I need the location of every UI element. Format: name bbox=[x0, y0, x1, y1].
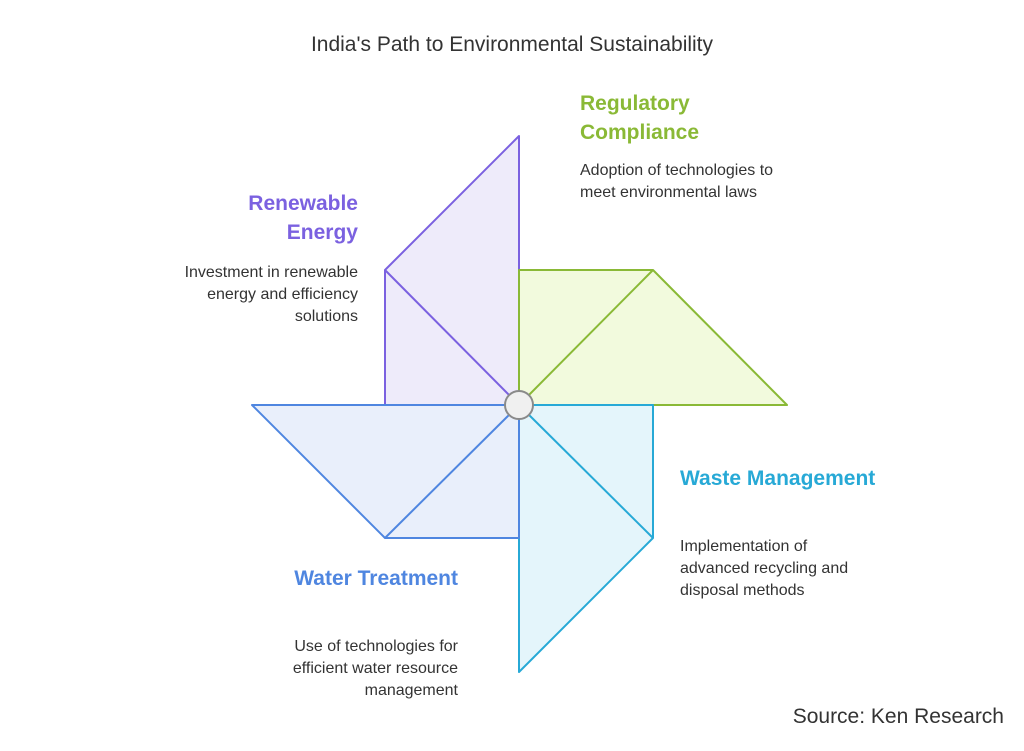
renewable-energy-description: Investment in renewable energy and effic… bbox=[184, 264, 358, 325]
regulatory-compliance-heading: Regulatory Compliance bbox=[580, 92, 700, 144]
blade-water-fold bbox=[384, 404, 520, 539]
blade-renewable-fold bbox=[384, 269, 520, 406]
renewable-energy-heading: Renewable Energy bbox=[248, 192, 358, 244]
diagram-title: India's Path to Environmental Sustainabi… bbox=[310, 33, 714, 56]
blade-regulatory-shape bbox=[518, 269, 788, 406]
water-treatment-description: Use of technologies for efficient water … bbox=[292, 638, 458, 699]
blade-waste bbox=[518, 404, 654, 673]
regulatory-compliance-description: Adoption of technologies to meet environ… bbox=[580, 162, 774, 201]
blade-renewable bbox=[384, 135, 520, 406]
source-credit: Source: Ken Research bbox=[792, 705, 1004, 728]
blade-water-shape bbox=[251, 404, 520, 539]
water-treatment-heading: Water Treatment bbox=[294, 567, 458, 590]
waste-management-description: Implementation of advanced recycling and… bbox=[680, 538, 849, 599]
blade-regulatory-fold bbox=[518, 269, 654, 406]
pinwheel-hub bbox=[504, 390, 534, 420]
blade-waste-shape bbox=[518, 404, 654, 673]
blade-regulatory bbox=[518, 269, 788, 406]
blade-water bbox=[251, 404, 520, 539]
blade-renewable-shape bbox=[384, 135, 520, 406]
blade-waste-fold bbox=[518, 404, 654, 539]
waste-management-heading: Waste Management bbox=[680, 467, 876, 490]
